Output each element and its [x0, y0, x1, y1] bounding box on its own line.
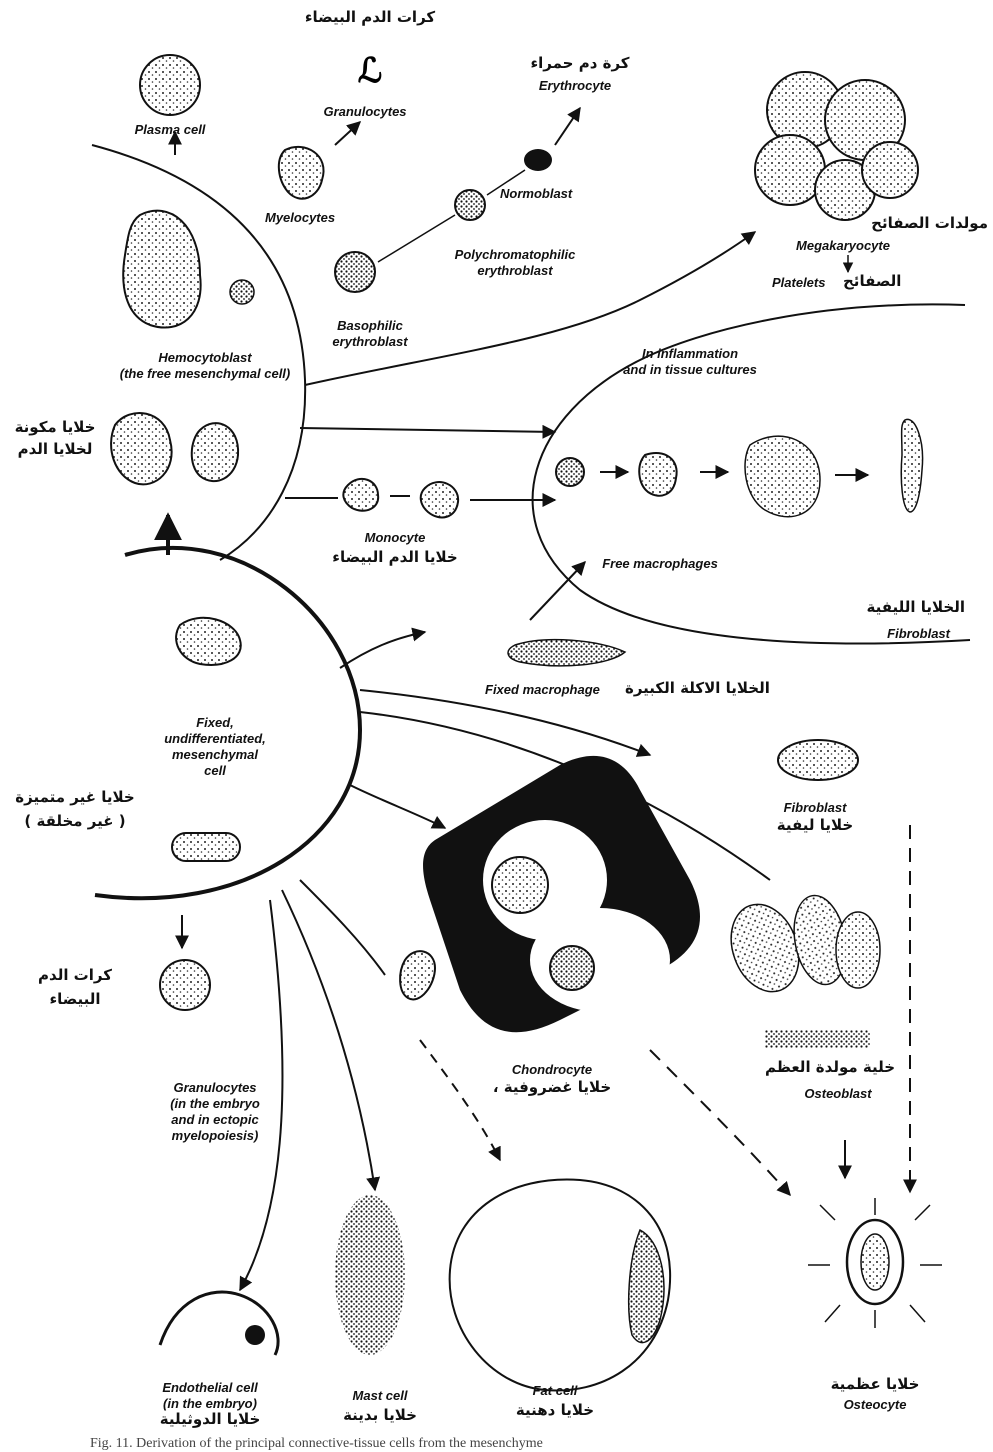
basophilic-erythroblast-cell: [335, 252, 375, 292]
fibroblast-top-cell: [901, 419, 922, 512]
osteocyte-label: Osteocyte: [844, 1397, 907, 1413]
mesenchymal-cell-lower: [172, 833, 240, 861]
arrow-hemocytoblast-to-macrophages: [300, 428, 555, 432]
plasma-cell-label: Plasma cell: [135, 122, 206, 138]
fixed-macrophage-label: Fixed macrophage: [485, 682, 600, 698]
chondrocyte-cell-upper: [492, 857, 548, 913]
granulocyte-bottom-cell: [160, 960, 210, 1010]
fixed-macrophage-cell: [508, 640, 625, 666]
free-macrophage-cell-1: [556, 458, 584, 486]
hemocytoblast-label-1: Hemocytoblast: [158, 350, 251, 366]
arrow-to-erythrocyte: [555, 108, 580, 145]
platelets-label: Platelets: [772, 275, 825, 291]
monocyte-cell-2: [421, 482, 458, 517]
hemocytoblast-cell: [123, 211, 200, 328]
endothelial-cell: [160, 1292, 278, 1355]
free-macrophages-label: Free macrophages: [602, 556, 718, 572]
chondrocyte-label: Chondrocyte: [512, 1062, 592, 1078]
mesenchymal-label-2: undifferentiated,: [164, 731, 266, 747]
myelocytes-label: Myelocytes: [265, 210, 335, 226]
chondrocyte-ar-label: خلايا غضروفية ،: [493, 1078, 611, 1097]
granulocytes-bottom-label-2: (in the embryo: [170, 1096, 260, 1112]
hemocytoblast-ar-label-1: خلايا مكونة: [15, 418, 96, 437]
osteoblast-group: [720, 891, 880, 1048]
normoblast-cell: [524, 149, 552, 171]
endothelial-label-1: Endothelial cell: [162, 1380, 257, 1396]
plasma-cell: [140, 55, 200, 115]
hemocytoblast-cell-left: [111, 413, 172, 484]
endothelial-ar-label: خلايا الدوثيلية: [160, 1410, 261, 1429]
arrow-to-fat-cell: [420, 1040, 500, 1160]
granulocytes-bottom-label-4: myelopoiesis): [172, 1128, 259, 1144]
granulocytes-bottom-label-1: Granulocytes: [173, 1080, 256, 1096]
osteoblast-ar-label: خلية مولدة العظم: [765, 1058, 895, 1077]
monocyte-ar-label: خلايا الدم البيضاء: [332, 548, 457, 567]
arrow-to-fibroblast-mid: [360, 690, 650, 755]
megakaryocyte-cell: [755, 72, 918, 220]
arrow-to-granulocytes: [335, 122, 360, 145]
small-cell: [230, 280, 254, 304]
mesenchymal-label-3: mesenchymal: [172, 747, 258, 763]
erythrocyte-ar-label: كرة دم حمراء: [530, 54, 629, 73]
inflammation-label-1: In inflammation: [642, 346, 738, 362]
fibroblast-mid-ar-label: خلايا ليفية: [777, 816, 853, 835]
platelets-ar-label: الصفائح: [843, 272, 901, 291]
fat-cell-label: Fat cell: [533, 1383, 578, 1399]
granulocytes-ar-label-2: البيضاء: [49, 990, 100, 1009]
megakaryocyte-ar-label: مولدات الصفائح: [871, 214, 988, 233]
polychromatophilic-erythroblast-cell: [455, 190, 485, 220]
mesenchymal-ar-label-1: خلايا غير متميزة: [15, 788, 134, 807]
free-macrophage-cell-3: [745, 436, 820, 517]
fibroblast-top-ar-label: الخلايا الليفية: [867, 598, 966, 617]
mesenchymal-label-4: cell: [204, 763, 226, 779]
granulocytes-ar-label-1: كرات الدم: [38, 966, 112, 985]
connector-basophilic-polychromatic: [378, 215, 455, 262]
hemocytoblast-label-2: (the free mesenchymal cell): [120, 366, 291, 382]
erythrocyte-label: Erythrocyte: [539, 78, 611, 94]
mast-cell: [335, 1195, 405, 1355]
arrow-to-fixed-macrophage: [340, 632, 425, 668]
fibroblast-mid-cell: [778, 740, 858, 780]
fat-precursor-cell: [400, 951, 435, 999]
endothelial-nucleus: [245, 1325, 265, 1345]
granulocytes-top-label: Granulocytes: [323, 104, 406, 120]
granulocytes-bottom-label-3: and in ectopic: [171, 1112, 258, 1128]
polychromatophilic-label-2: erythroblast: [477, 263, 552, 279]
fibroblast-top-label: Fibroblast: [887, 626, 950, 642]
arrow-fixed-to-free-macrophage: [530, 562, 585, 620]
normoblast-label: Normoblast: [500, 186, 572, 202]
polychromatophilic-label-1: Polychromatophilic: [455, 247, 576, 263]
fibroblast-mid-label: Fibroblast: [784, 800, 847, 816]
arrow-to-chondrocyte: [350, 785, 445, 828]
monocyte-cell-1: [343, 479, 378, 511]
osteocyte-ar-label: خلايا عظمية: [831, 1375, 920, 1394]
arrow-to-mast-cell: [282, 890, 375, 1190]
megakaryocyte-label: Megakaryocyte: [796, 238, 890, 254]
free-macrophage-cell-2: [639, 453, 676, 496]
mast-cell-ar-label: خلايا بدينة: [343, 1406, 417, 1425]
hemocytoblast-cell-right: [192, 423, 238, 481]
granulocytes-top-ar-label: كرات الدم البيضاء: [305, 8, 435, 27]
chondrocyte-cell-lower: [550, 946, 594, 990]
fat-cell-ar-label: خلايا دهنية: [516, 1401, 594, 1420]
basophilic-label-1: Basophilic: [337, 318, 403, 334]
myelocyte-cell: [279, 147, 324, 199]
monocyte-label: Monocyte: [365, 530, 426, 546]
basophilic-label-2: erythroblast: [332, 334, 407, 350]
granulocyte-glyph: ℒ: [358, 51, 383, 91]
fixed-macrophage-ar-label: الخلايا الاكلة الكبيرة: [625, 679, 770, 698]
mast-cell-label: Mast cell: [353, 1388, 408, 1404]
osteocyte-nucleus: [861, 1234, 889, 1290]
mesenchymal-label-1: Fixed,: [196, 715, 234, 731]
hemocytoblast-ar-label-2: لخلايا الدم: [18, 440, 93, 459]
osteoblast-label: Osteoblast: [804, 1086, 871, 1102]
mesenchymal-cell-upper: [176, 618, 241, 665]
mesenchymal-ar-label-2: ( غير مخلقة ): [24, 812, 125, 831]
inflammation-label-2: and in tissue cultures: [623, 362, 757, 378]
